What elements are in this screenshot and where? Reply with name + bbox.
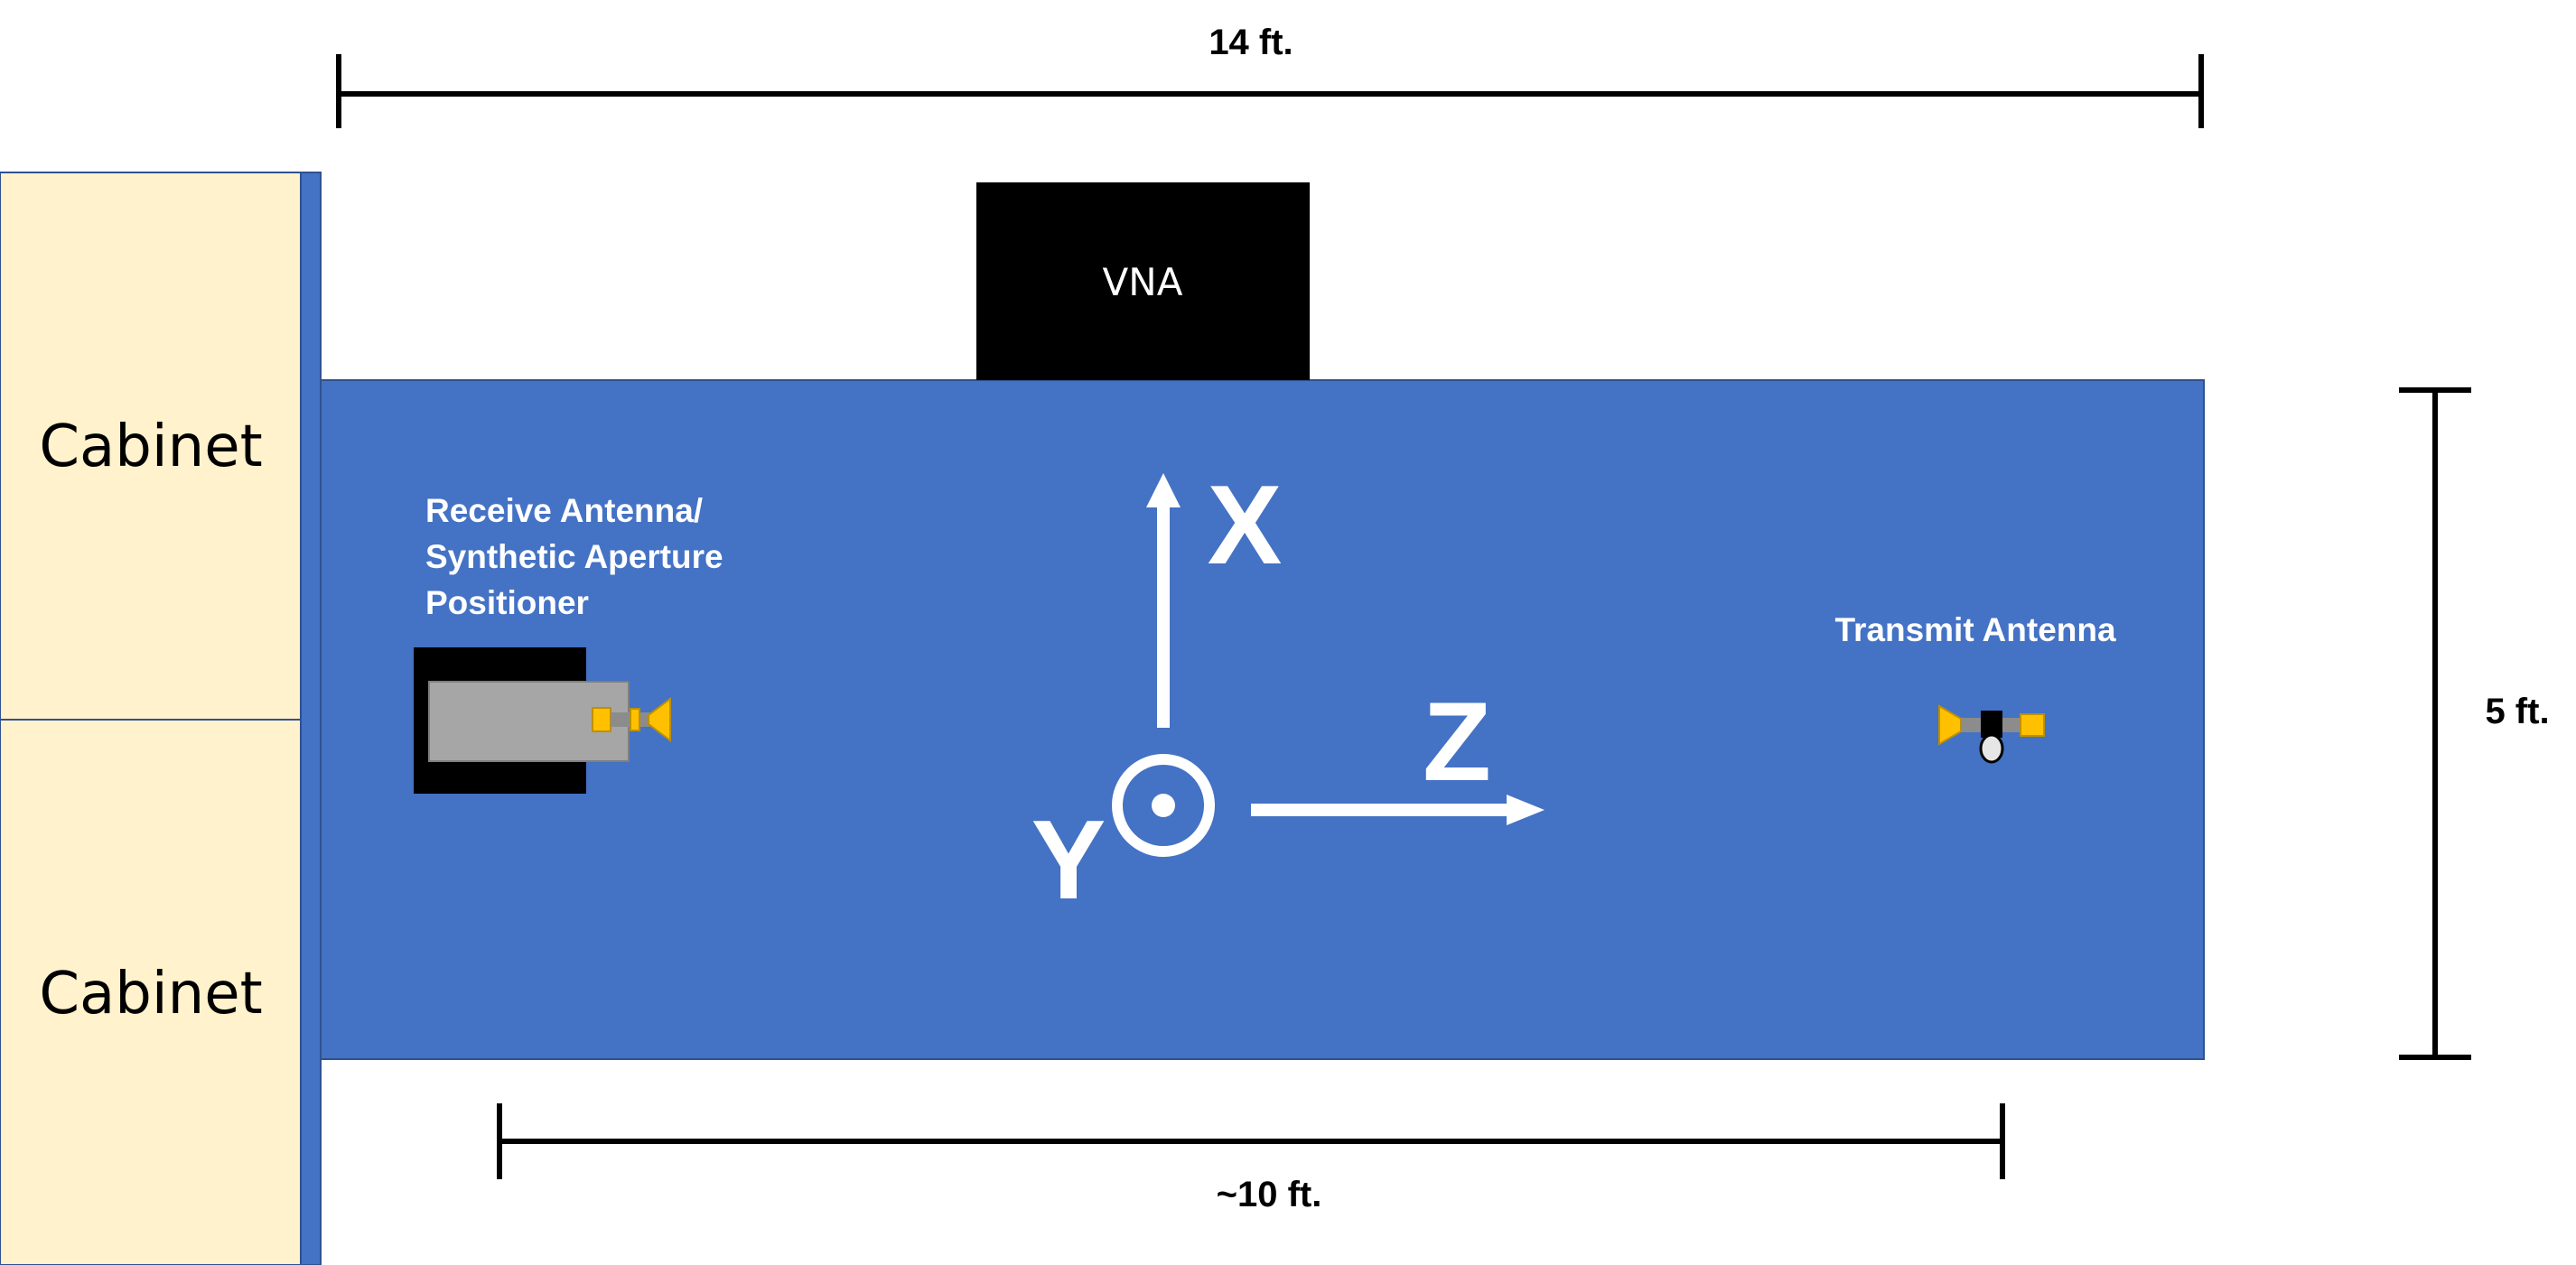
y-axis-out-of-page-dot <box>1152 794 1175 817</box>
cabinet-top-label: Cabinet <box>39 414 262 480</box>
dimension-right-height: 5 ft. <box>2399 387 2550 1060</box>
y-axis-out-of-page-circle <box>1112 754 1215 857</box>
transmit-horn-antenna-icon <box>1938 704 2045 764</box>
transmit-antenna-label: Transmit Antenna <box>1834 611 2116 648</box>
receive-antenna-positioner <box>414 647 671 794</box>
receive-antenna-label-line-2: Synthetic Aperture <box>425 538 723 575</box>
receive-antenna-label-line-1: Receive Antenna/ <box>425 492 703 529</box>
y-axis-label: Y <box>1031 798 1106 923</box>
dimension-top-label: 14 ft. <box>1209 23 1293 62</box>
vna-box: VNA <box>976 182 1310 380</box>
vna-body <box>976 182 1310 380</box>
receive-horn-antenna-icon <box>592 697 671 742</box>
cabinet-bottom-label: Cabinet <box>39 961 262 1028</box>
x-axis-label: X <box>1208 463 1283 588</box>
z-axis-arrowhead <box>1507 795 1545 825</box>
z-axis-label: Z <box>1423 680 1491 805</box>
dimension-right-label: 5 ft. <box>2485 692 2549 731</box>
dimension-top-width: 14 ft. <box>336 23 2204 128</box>
x-axis-arrowhead <box>1146 473 1181 507</box>
dimension-bottom-label: ~10 ft. <box>1217 1175 1322 1214</box>
cabinet-edge-strip <box>300 172 322 1265</box>
vna-label: VNA <box>1103 260 1183 304</box>
coordinate-axes: X Z Y <box>1031 463 1545 923</box>
dimension-bottom-distance: ~10 ft. <box>497 1103 2005 1214</box>
cabinet-stack: Cabinet Cabinet <box>0 172 322 1265</box>
receive-antenna-label-line-3: Positioner <box>425 584 589 621</box>
